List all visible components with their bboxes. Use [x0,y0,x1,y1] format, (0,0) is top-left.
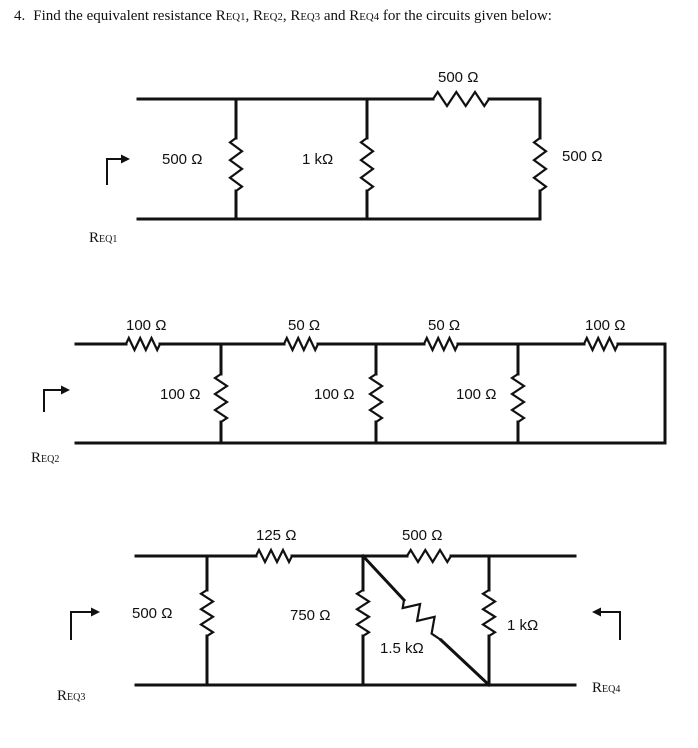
c2-req-arrowhead [61,385,70,395]
c1-req-arrowhead [121,154,130,164]
c3-resistor-top-2 [406,547,452,565]
c2-req-arrow [43,389,62,412]
c1-label-r-left: 500 Ω [162,151,202,168]
c4-req-label: REQ4 [592,680,620,696]
c1-resistor-left [228,137,244,192]
c1-wire-bottom [136,189,542,221]
question-prefix: Find the equivalent resistance R [33,8,226,24]
c4-req-sub: EQ4 [602,684,620,695]
c1-req-sub: EQ1 [99,234,117,245]
question-sep-3: and R [320,8,360,24]
question-sep-1: , R [245,8,264,24]
question-sep-2: , R [282,8,301,24]
c3-label-r-mid: 750 Ω [290,607,330,624]
c2-label-shunt-3: 100 Ω [456,386,496,403]
c1-resistor-right [532,137,548,192]
c2-req-letter: R [31,450,41,466]
c3-req-arrowhead [91,607,100,617]
c3-label-r-diag: 1.5 kΩ [380,640,424,657]
c3-resistor-right [480,589,498,637]
c3-resistor-left [198,589,216,637]
c2-resistor-series-1 [125,335,161,353]
c3-resistor-mid [354,589,372,637]
c2-resistor-shunt-2 [368,373,384,423]
question-text: 4.Find the equivalent resistance REQ1, R… [14,8,552,25]
c3-req-sub: EQ3 [67,692,85,703]
c2-req-label: REQ2 [31,450,59,466]
c3-wire-diagonal-b [438,637,492,688]
c2-label-series-3: 50 Ω [428,317,460,334]
c3-req-letter: R [57,688,67,704]
c3-wire-diagonal-a [360,553,407,603]
c2-wire-top-4 [616,342,667,445]
question-sub-4: EQ4 [359,11,380,23]
c1-req-letter: R [89,230,99,246]
c1-label-r-right: 500 Ω [562,148,602,165]
c2-resistor-series-3 [423,335,459,353]
c4-req-arrow [600,611,621,640]
c3-resistor-diagonal [401,599,442,641]
c4-req-letter: R [592,680,602,696]
c2-resistor-shunt-3 [510,373,526,423]
c2-label-series-4: 100 Ω [585,317,625,334]
c1-resistor-mid [359,137,375,192]
c3-label-r-right: 1 kΩ [507,617,538,634]
c1-wire-top-right [487,97,542,140]
c2-label-series-2: 50 Ω [288,317,320,334]
c2-resistor-shunt-1 [213,373,229,423]
c1-label-r-top: 500 Ω [438,69,478,86]
c3-label-r-left: 500 Ω [132,605,172,622]
c2-label-series-1: 100 Ω [126,317,166,334]
c2-req-sub: EQ2 [41,454,59,465]
c3-req-label: REQ3 [57,688,85,704]
c4-req-arrowhead [592,607,601,617]
c1-req-arrow [106,158,122,185]
c3-resistor-top-1 [255,547,293,565]
c2-resistor-series-2 [283,335,319,353]
c2-label-shunt-2: 100 Ω [314,386,354,403]
question-sub-1: EQ1 [225,11,246,23]
question-suffix: for the circuits given below: [379,8,552,24]
c1-resistor-top [432,90,490,108]
c2-resistor-series-4 [583,335,619,353]
question-sub-3: EQ3 [300,11,321,23]
circuit-1: 500 Ω 1 kΩ 500 Ω 500 Ω REQ1 [89,69,602,246]
circuit-3: 125 Ω 500 Ω 500 Ω 750 Ω 1.5 kΩ 1 kΩ REQ3… [57,527,621,704]
c3-label-r-top-1: 125 Ω [256,527,296,544]
c2-label-shunt-1: 100 Ω [160,386,200,403]
c3-req-arrow [70,611,92,640]
question-sub-2: EQ2 [263,11,283,23]
question-number: 4. [14,8,26,24]
c3-label-r-top-2: 500 Ω [402,527,442,544]
c1-label-r-mid: 1 kΩ [302,151,333,168]
circuit-2: 100 Ω 50 Ω 50 Ω 100 Ω 100 Ω 100 Ω 100 Ω … [31,317,667,466]
c1-req-label: REQ1 [89,230,117,246]
